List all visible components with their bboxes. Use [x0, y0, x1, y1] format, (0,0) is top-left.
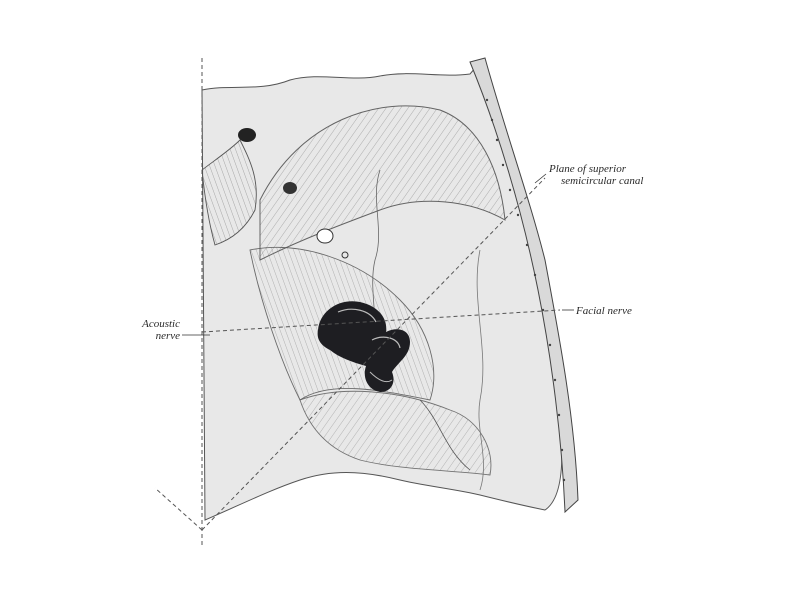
reference-lines	[154, 58, 561, 548]
temporal-bone	[201, 57, 579, 521]
label-plane-line2: semicircular canal	[561, 175, 644, 187]
label-plane-line1: Plane of superior	[549, 163, 626, 175]
label-acoustic-line1: Acoustic	[142, 318, 180, 330]
label-plane-superior-canal: Plane of superior semicircular canal	[549, 163, 643, 187]
label-acoustic-nerve: Acoustic nerve	[132, 318, 180, 342]
label-facial-nerve: Facial nerve	[576, 305, 632, 317]
label-acoustic-line2: nerve	[155, 330, 180, 342]
